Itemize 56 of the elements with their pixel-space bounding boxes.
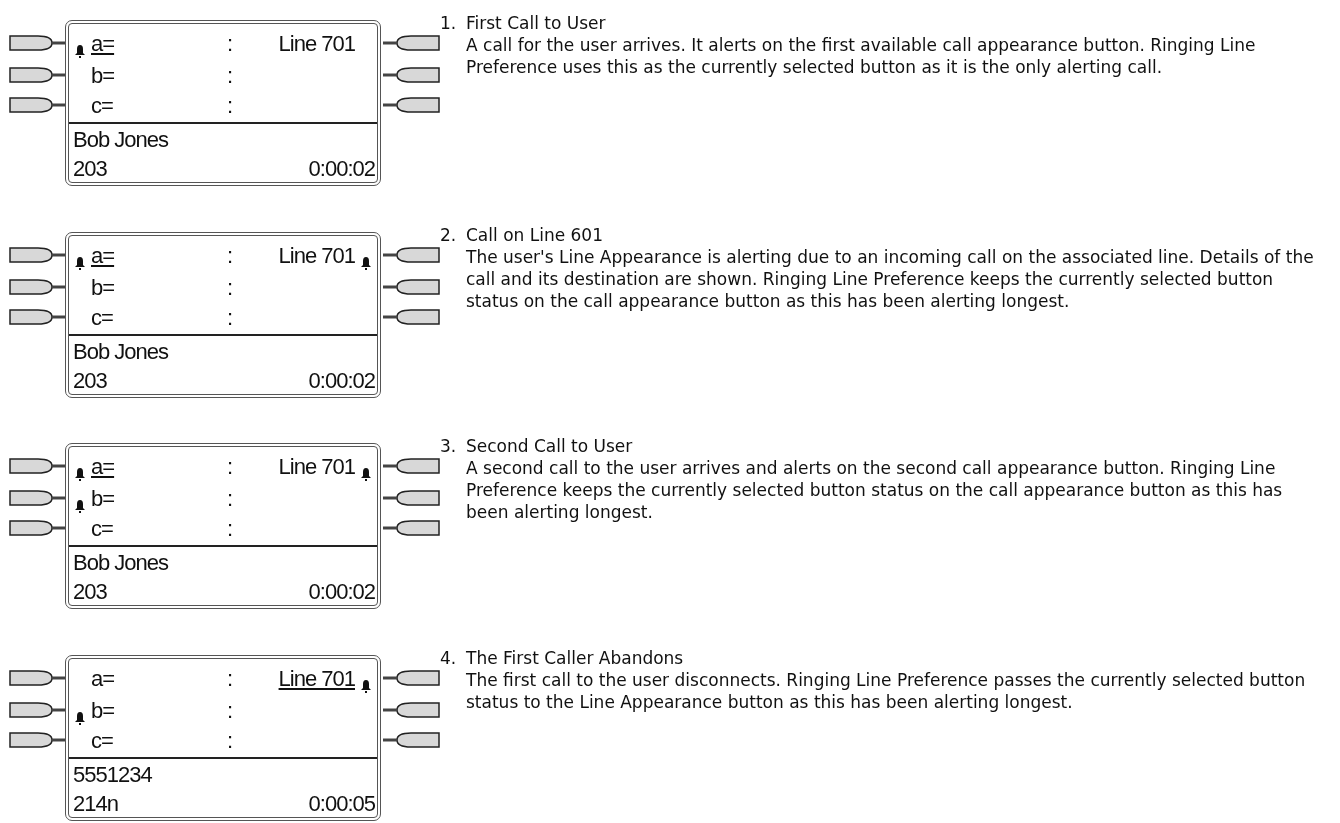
phone-display <box>65 443 381 609</box>
display-text: : <box>227 64 233 88</box>
display-text: : <box>227 244 233 268</box>
step-number: 3. <box>440 435 457 457</box>
step-description: A second call to the user arrives and alerts on the second call appearance button. Ringing Line Preference keeps the currently selected button status on the call appearance button as this has been alerting longest. <box>466 457 1284 523</box>
display-text: 203 <box>73 580 107 604</box>
step-number: 4. <box>440 647 457 669</box>
display-text: : <box>227 306 233 330</box>
phone-display <box>65 232 381 398</box>
display-text: 203 <box>73 369 107 393</box>
step-title: First Call to User <box>466 12 606 34</box>
display-text: a= <box>91 32 115 56</box>
step-description: A call for the user arrives. It alerts on the first available call appearance button. Ringing Line Preference uses this as the currently selected button as it is the only alerting call. <box>466 34 1257 78</box>
display-text: : <box>227 276 233 300</box>
display-text: Bob Jones <box>73 551 168 575</box>
step-description: The user's Line Appearance is alerting due to an incoming call on the associated line. Details of the call and its destination are shown. Ringing Line Preference keeps the currently selected button status on the call appearance button as this has been alerting longest. <box>466 246 1315 312</box>
display-text: 214n <box>73 792 118 816</box>
step-title: Call on Line 601 <box>466 224 603 246</box>
display-text: 5551234 <box>73 763 152 787</box>
display-text: c= <box>91 306 113 330</box>
display-text: a= <box>91 244 115 268</box>
display-text: : <box>227 32 233 56</box>
display-text: Line 701 <box>278 32 355 56</box>
display-text: : <box>227 667 233 691</box>
display-text: 203 <box>73 157 107 181</box>
display-text: Bob Jones <box>73 128 168 152</box>
display-text: a= <box>91 455 115 479</box>
display-text: c= <box>91 94 113 118</box>
step-number: 2. <box>440 224 457 246</box>
display-text: : <box>227 699 233 723</box>
step-title: Second Call to User <box>466 435 633 457</box>
display-text: b= <box>91 276 115 300</box>
display-text: : <box>227 729 233 753</box>
step-number: 1. <box>440 12 457 34</box>
display-text: b= <box>91 487 115 511</box>
display-text: 0:00:02 <box>308 157 375 181</box>
phone-display <box>65 655 381 821</box>
step-description: The first call to the user disconnects. Ringing Line Preference passes the currently selected button status to the Line Appearance button as this has been alerting longest. <box>466 669 1307 713</box>
display-text: 0:00:05 <box>308 792 375 816</box>
display-text: 0:00:02 <box>308 580 375 604</box>
display-text: Line 701 <box>278 244 355 268</box>
display-text: Bob Jones <box>73 340 168 364</box>
display-text: : <box>227 517 233 541</box>
display-text: b= <box>91 699 115 723</box>
display-text: c= <box>91 517 113 541</box>
display-text: : <box>227 455 233 479</box>
display-text: b= <box>91 64 115 88</box>
display-text: Line 701 <box>278 667 355 691</box>
display-text: : <box>227 487 233 511</box>
display-text: : <box>227 94 233 118</box>
display-text: c= <box>91 729 113 753</box>
display-text: a= <box>91 667 115 691</box>
display-text: Line 701 <box>278 455 355 479</box>
phone-display <box>65 20 381 186</box>
display-text: 0:00:02 <box>308 369 375 393</box>
step-title: The First Caller Abandons <box>466 647 684 669</box>
